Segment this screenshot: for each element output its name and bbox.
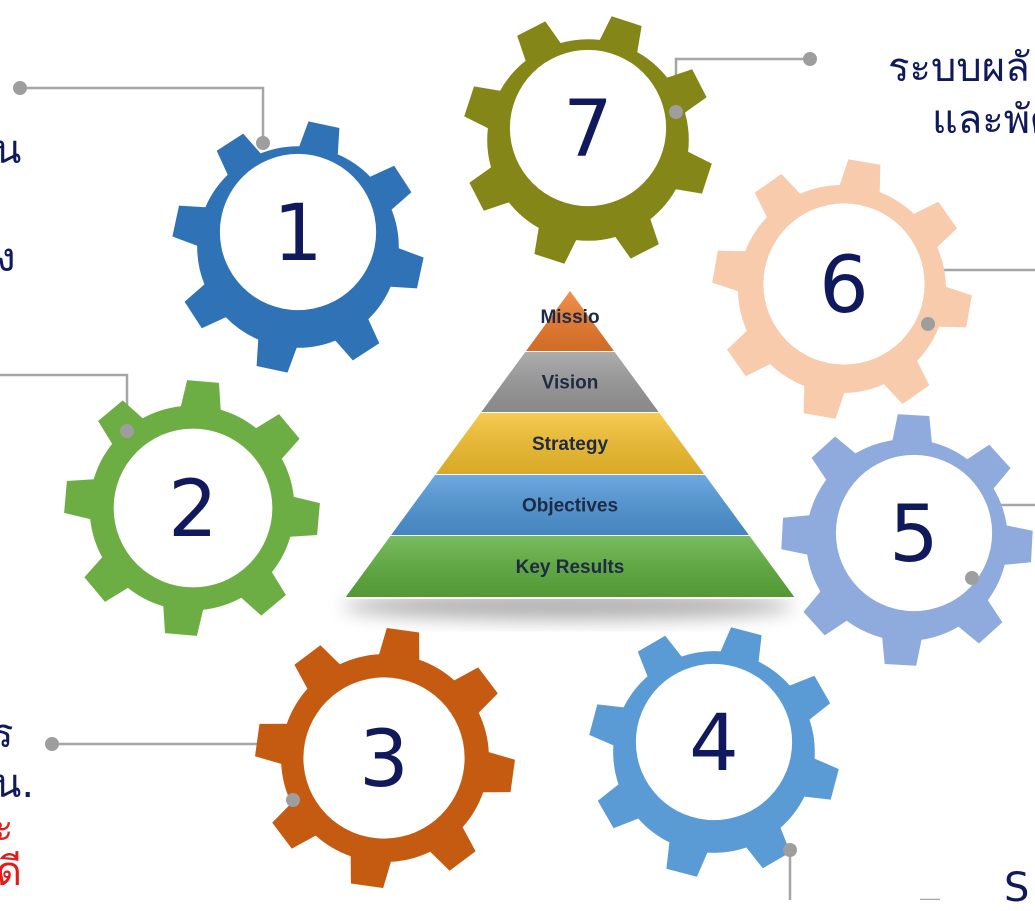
pyramid-label-4: Key Results <box>516 557 625 578</box>
connector-dot-6 <box>921 317 935 331</box>
gear-4-number: 4 <box>689 699 739 789</box>
pyramid-level-3: Objectives <box>390 475 750 537</box>
pyramid-level-4: Key Results <box>345 536 795 599</box>
gear-3-number: 3 <box>359 715 409 805</box>
text-fragment-left-4: น. <box>0 761 35 807</box>
gear-4-hub <box>635 663 793 821</box>
text-fragment-bottom-right: S <box>1004 865 1030 911</box>
connector-dot-2 <box>45 737 59 751</box>
connector-dot-1 <box>803 52 817 66</box>
connector-dot-9 <box>783 843 797 857</box>
text-fragment-left-1: น <box>0 127 22 173</box>
gear-2-hub <box>113 428 273 588</box>
pyramid-label-0: Missio <box>540 307 599 328</box>
text-fragment-left-3: ร <box>0 711 14 757</box>
connector-dot-7 <box>965 571 979 585</box>
pyramid-label-3: Objectives <box>522 496 618 517</box>
pyramid-band-shade-3 <box>390 475 750 536</box>
connector-dot-8 <box>286 793 300 807</box>
gear-2-number: 2 <box>168 465 218 555</box>
pyramid-band-shade-1 <box>480 352 660 413</box>
text-fragment-left-red-1: ะ <box>0 805 14 851</box>
pyramid-level-1: Vision <box>480 352 660 414</box>
pyramid-band-shade-0 <box>525 291 615 352</box>
gear-6-hub <box>763 203 925 365</box>
gear-4: 4 <box>589 627 839 877</box>
pyramid-label-1: Vision <box>542 373 599 394</box>
gear-5-hub <box>835 454 993 612</box>
connector-line-0 <box>20 86 265 143</box>
gear-5: 5 <box>781 414 1033 666</box>
gear-7-number: 7 <box>563 85 613 175</box>
gear-3-hub <box>303 677 465 839</box>
gear-7-hub <box>509 49 667 207</box>
gear-2: 2 <box>64 380 320 636</box>
pyramid-level-0: Missio <box>525 291 615 353</box>
gear-1-number: 1 <box>273 189 323 279</box>
gear-6: 6 <box>712 159 972 419</box>
connector-dot-4 <box>669 105 683 119</box>
text-fragment-system-heading: ระบบผลั <box>888 45 1030 91</box>
connector-dot-3 <box>256 136 270 150</box>
text-fragment-left-red-2: ดี <box>0 849 22 895</box>
gear-1: 1 <box>172 121 424 373</box>
text-fragment-development: และพัฒ <box>932 97 1035 143</box>
gear-3: 3 <box>255 628 515 888</box>
gear-7: 7 <box>464 16 712 264</box>
pyramid-label-2: Strategy <box>532 434 608 455</box>
text-fragment-left-2: ง <box>0 235 16 281</box>
pyramid-band-shade-2 <box>435 413 705 475</box>
connector-dot-0 <box>13 81 27 95</box>
connector-dot-5 <box>120 424 134 438</box>
gear-5-number: 5 <box>889 490 939 580</box>
gear-6-number: 6 <box>819 241 869 331</box>
pyramid-band-shade-4 <box>345 536 795 598</box>
pyramid-level-2: Strategy <box>435 413 705 476</box>
gear-1-hub <box>219 153 377 311</box>
